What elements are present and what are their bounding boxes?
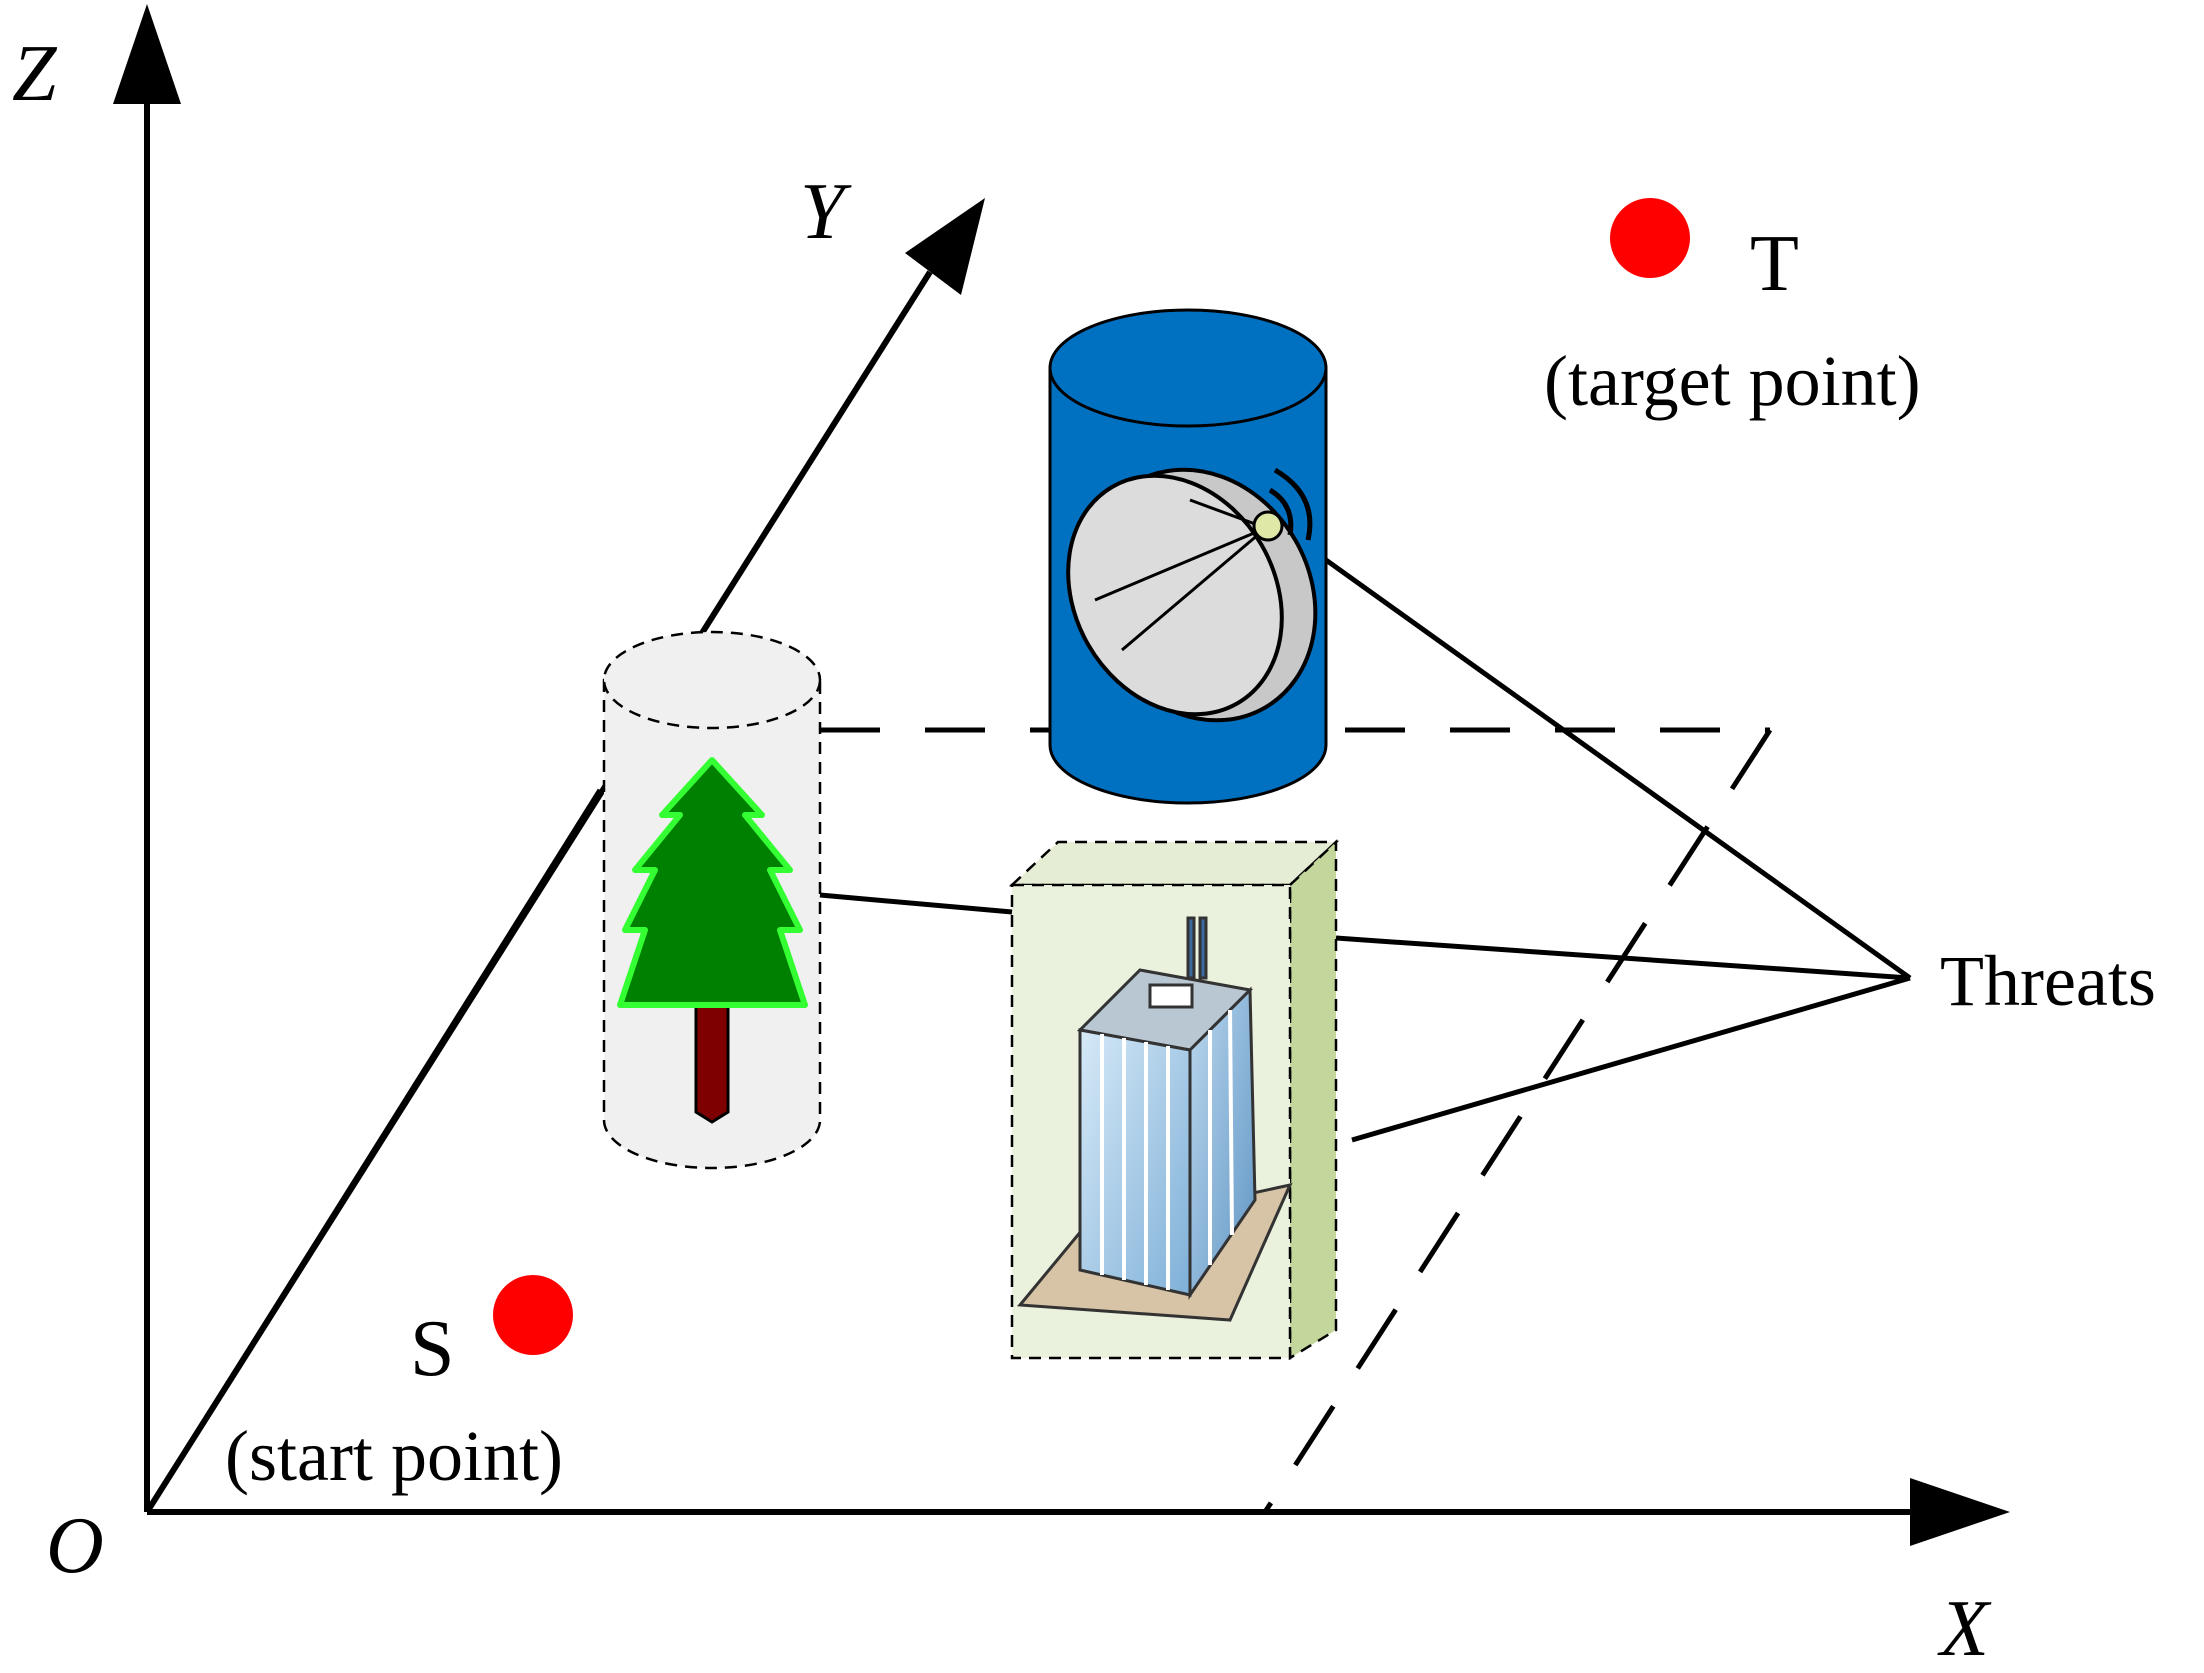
z-axis-arrowhead	[113, 4, 181, 104]
tree-icon	[617, 757, 808, 1124]
antenna-mast-left	[1186, 916, 1196, 980]
z-axis-label: Z	[12, 30, 58, 118]
leader-line-building-bottom	[1351, 975, 1911, 1143]
radar-feed	[1252, 510, 1284, 542]
building-box-side	[1288, 839, 1338, 1361]
x-axis-arrowhead	[1910, 1478, 2010, 1546]
target-point-description: (target point)	[1544, 341, 1921, 421]
plane-right-edge-dashed	[1262, 728, 1773, 1514]
leader-line-radar	[1324, 557, 1912, 981]
axes	[113, 4, 2010, 1546]
radar-threat	[1048, 308, 1328, 805]
office-building-icon	[1016, 916, 1293, 1322]
tree-threat	[602, 630, 822, 1170]
target-point-marker	[1610, 198, 1690, 278]
target-point-letter: T	[1750, 220, 1799, 308]
x-axis-label: X	[1937, 1585, 1992, 1673]
start-point-marker	[493, 1275, 573, 1355]
tree-foliage	[617, 757, 808, 1008]
rooftop-unit	[1148, 983, 1194, 1009]
y-axis-arrowhead	[905, 198, 985, 295]
tree-trunk	[694, 1003, 730, 1124]
radar-dish-icon	[1066, 467, 1318, 723]
antenna-mast-right	[1198, 916, 1208, 980]
threat-leader-lines	[819, 557, 1912, 1143]
start-point-letter: S	[410, 1305, 455, 1393]
building-threat	[1008, 839, 1340, 1361]
leader-line-building-top	[1335, 935, 1911, 981]
y-axis-label: Y	[800, 168, 852, 256]
y-axis-line	[144, 270, 933, 1514]
threats-label: Threats	[1940, 941, 2156, 1021]
leader-line-tree	[819, 892, 1013, 915]
radar-dish-face	[1066, 473, 1284, 717]
radar-signal-wave-1	[1268, 487, 1294, 536]
start-point-description: (start point)	[225, 1416, 563, 1496]
tree-cylinder-top	[602, 630, 822, 730]
origin-label: O	[46, 1502, 104, 1590]
building-box-top	[1008, 840, 1340, 887]
building-front-facade	[1078, 1028, 1192, 1297]
radar-cylinder-top-back-rim	[1049, 309, 1327, 369]
radar-signal-wave-2	[1273, 467, 1313, 541]
radar-cylinder-top	[1048, 308, 1328, 428]
